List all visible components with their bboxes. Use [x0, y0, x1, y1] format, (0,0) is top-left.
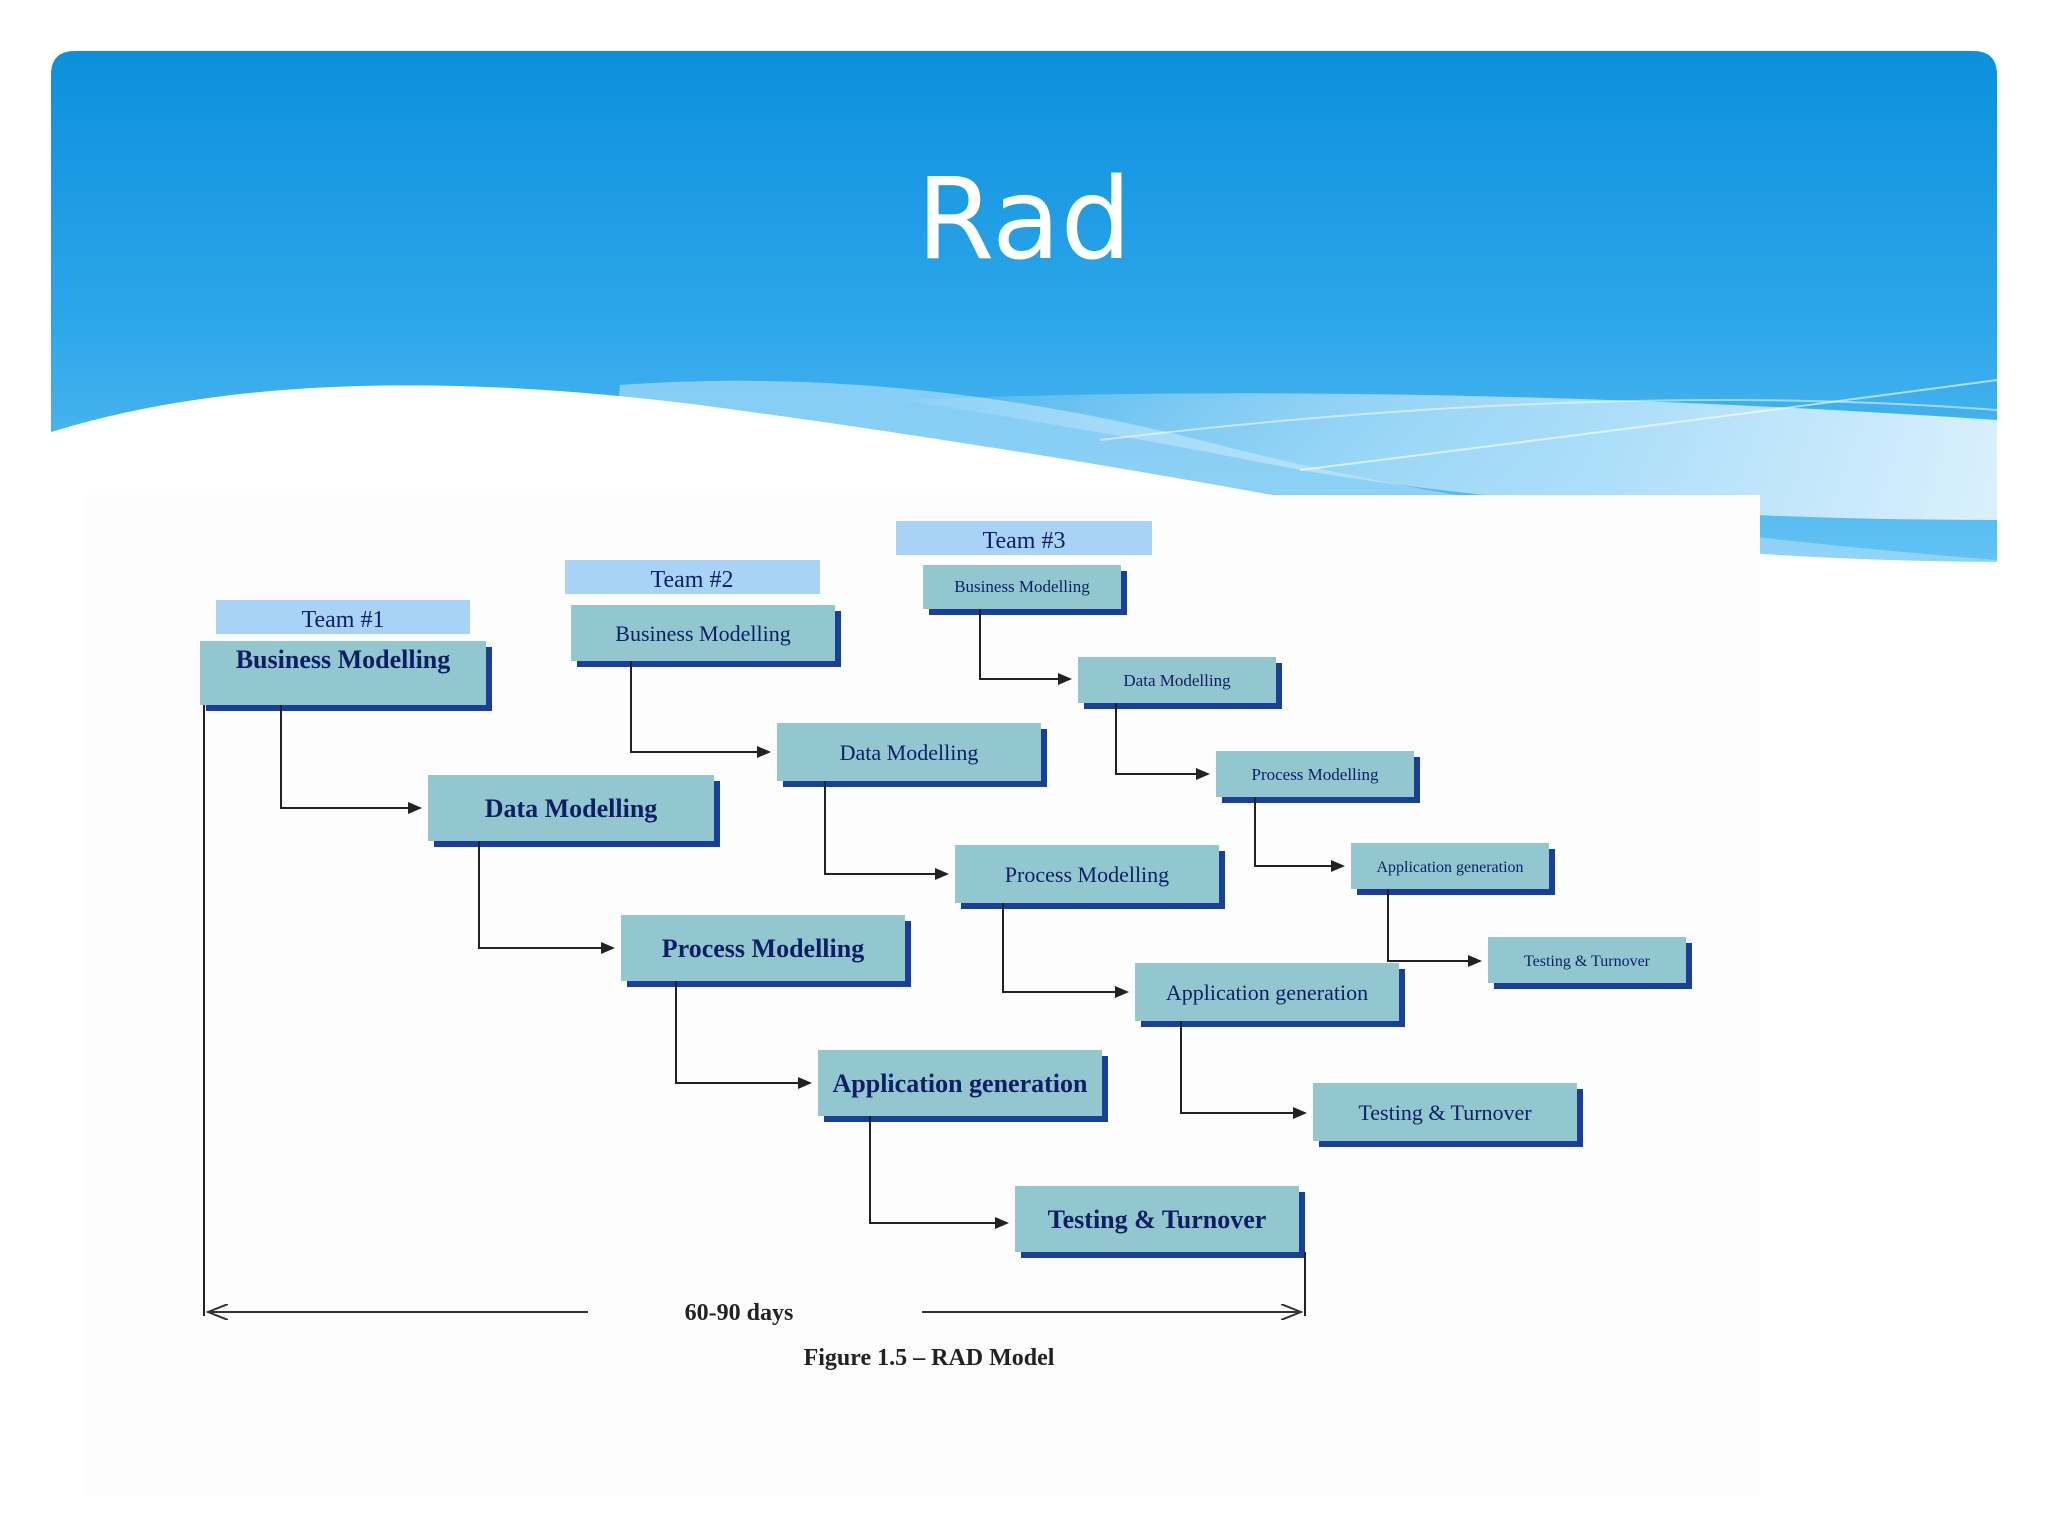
- team-3-step-4-label: Application generation: [1376, 859, 1523, 876]
- team-3-label: Team #3: [983, 528, 1066, 554]
- team-3-process-modelling-box: Process Modelling: [1216, 751, 1420, 803]
- slide-title: Rad: [916, 155, 1132, 285]
- team-3-step-5-label: Testing & Turnover: [1524, 953, 1651, 970]
- team-3-connector-2: [1115, 703, 1210, 780]
- team-1-label: Team #1: [302, 607, 385, 633]
- team-2-process-modelling-box: Process Modelling: [955, 845, 1225, 909]
- team-3-business-modelling-box: Business Modelling: [923, 565, 1127, 615]
- team-3-application-generation-box: Application generation: [1351, 843, 1555, 895]
- team-1-testing-turnover-box: Testing & Turnover: [1015, 1186, 1305, 1258]
- team-1-business-modelling-box: Business Modelling: [200, 641, 492, 711]
- team-1-connector-2: [478, 841, 615, 954]
- duration-label: 60-90 days: [685, 1300, 794, 1326]
- team-2-step-2-label: Data Modelling: [840, 740, 979, 765]
- team-2-connector-1: [630, 661, 771, 758]
- team-1-data-modelling-box: Data Modelling: [428, 775, 720, 847]
- team-1-connector-4: [869, 1116, 1009, 1229]
- team-1-step-1-label: Business Modelling: [236, 645, 451, 674]
- team-3-data-modelling-box: Data Modelling: [1078, 657, 1282, 709]
- team-2-data-modelling-box: Data Modelling: [777, 723, 1047, 787]
- team-2-connector-2: [824, 781, 949, 880]
- team-1-application-generation-box: Application generation: [818, 1050, 1108, 1122]
- team-3-connector-1: [979, 609, 1072, 685]
- team-2-testing-turnover-box: Testing & Turnover: [1313, 1083, 1583, 1147]
- team-3-testing-turnover-box: Testing & Turnover: [1488, 937, 1692, 989]
- team-1-process-modelling-box: Process Modelling: [621, 915, 911, 987]
- team-2-step-4-label: Application generation: [1166, 980, 1368, 1005]
- team-3-step-3-label: Process Modelling: [1251, 765, 1379, 784]
- team-2-business-modelling-box: Business Modelling: [571, 605, 841, 667]
- team-2-application-generation-box: Application generation: [1135, 963, 1405, 1027]
- team-3-group: Team #3 Business Modelling Data Modellin…: [896, 521, 1692, 989]
- team-2-label-box: [565, 560, 820, 594]
- team-3-label-box: [896, 521, 1152, 555]
- team-3-step-1-label: Business Modelling: [954, 577, 1090, 596]
- team-2-step-1-label: Business Modelling: [615, 621, 790, 646]
- team-1-group: Team #1 Business Modelling Data Modellin…: [200, 600, 1305, 1258]
- team-1-step-2-label: Data Modelling: [485, 794, 658, 823]
- team-2-step-3-label: Process Modelling: [1005, 862, 1169, 887]
- team-2-label: Team #2: [651, 567, 734, 593]
- team-1-connector-1: [280, 705, 422, 814]
- team-2-connector-4: [1180, 1021, 1307, 1119]
- team-3-connector-4: [1387, 889, 1482, 967]
- team-1-step-3-label: Process Modelling: [662, 934, 864, 963]
- team-1-label-box: [216, 600, 470, 634]
- team-2-step-5-label: Testing & Turnover: [1358, 1100, 1532, 1125]
- team-1-step-5-label: Testing & Turnover: [1048, 1205, 1267, 1234]
- duration-timeline: 60-90 days: [203, 705, 1306, 1326]
- team-2-connector-3: [1002, 903, 1129, 998]
- figure-caption: Figure 1.5 – RAD Model: [804, 1345, 1055, 1371]
- team-2-group: Team #2 Business Modelling Data Modellin…: [565, 560, 1583, 1147]
- team-1-connector-3: [675, 981, 812, 1089]
- team-3-connector-3: [1254, 797, 1345, 872]
- team-3-step-2-label: Data Modelling: [1123, 671, 1231, 690]
- team-1-step-4-label: Application generation: [833, 1069, 1088, 1098]
